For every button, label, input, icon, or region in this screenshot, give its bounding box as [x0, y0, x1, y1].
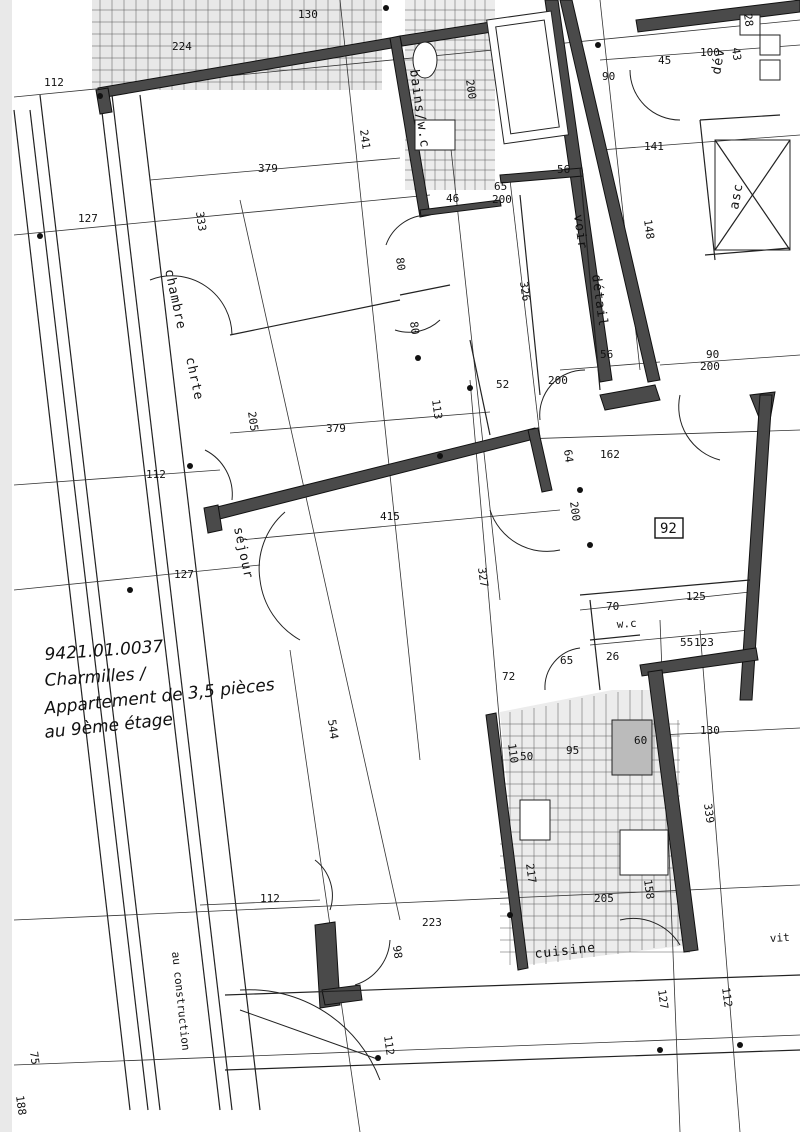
- dimension-labels: 130 224 112 241 379 127 333 200 46 65 56…: [13, 8, 756, 1116]
- bathroom-fixtures: [412, 10, 570, 151]
- dim-label: 200: [548, 374, 568, 387]
- dim-label: 130: [298, 8, 318, 21]
- dim-label: 200: [463, 79, 479, 100]
- dim-label: 56: [600, 348, 613, 361]
- dim-label: 28: [741, 13, 756, 28]
- internal-walls: [224, 114, 800, 1071]
- dim-label: 90: [602, 70, 615, 83]
- dim-label: 60: [634, 734, 647, 747]
- dim-label: 80: [393, 257, 408, 272]
- apartment-number: 92: [660, 521, 677, 537]
- dim-label: 90: [706, 348, 719, 361]
- dim-label: 205: [245, 411, 261, 432]
- dim-label: 339: [701, 803, 717, 824]
- dimension-lines: [13, 0, 800, 1132]
- dim-label: 162: [600, 448, 620, 461]
- dim-label: 224: [172, 40, 192, 53]
- facade-lines: [13, 94, 261, 1111]
- dim-label: 50: [520, 750, 533, 763]
- label-voir: voir: [570, 213, 590, 250]
- dim-label: 200: [492, 193, 512, 206]
- dim-label: 112: [44, 76, 64, 89]
- dim-label: 217: [523, 863, 539, 884]
- dim-label: 45: [658, 54, 671, 67]
- dim-label: 223: [422, 916, 442, 929]
- dim-label: 112: [381, 1035, 397, 1056]
- dim-label: 125: [686, 590, 706, 603]
- dim-label: 112: [719, 987, 735, 1008]
- dim-label: 205: [594, 892, 614, 905]
- dim-label: 64: [561, 449, 576, 464]
- dim-label: 141: [644, 140, 664, 153]
- dim-label: 75: [27, 1051, 42, 1066]
- dim-label: 130: [700, 724, 720, 737]
- dim-label: 127: [655, 989, 671, 1010]
- dim-label: 188: [13, 1095, 29, 1116]
- dim-label: 65: [494, 180, 507, 193]
- dim-label: 327: [475, 567, 491, 588]
- dim-label: 112: [146, 468, 166, 481]
- dim-label: 80: [407, 321, 422, 336]
- label-wc: w.c: [616, 617, 637, 631]
- dim-label: 123: [694, 636, 714, 649]
- dim-label: 148: [641, 219, 657, 240]
- dim-label: 46: [446, 192, 459, 205]
- label-detail: détail: [588, 273, 610, 328]
- label-dev: dév: [709, 47, 728, 76]
- dim-label: 100: [700, 46, 720, 59]
- dim-label: 113: [429, 399, 445, 420]
- dim-label: 52: [496, 378, 509, 391]
- dim-label: 95: [566, 744, 579, 757]
- dim-label: 55: [680, 636, 693, 649]
- dim-label: 241: [357, 129, 373, 150]
- kitchen-fixtures: [519, 719, 669, 876]
- dim-label: 56: [557, 163, 570, 176]
- dim-label: 544: [325, 719, 341, 741]
- dim-label: 72: [502, 670, 515, 683]
- dim-label: 127: [78, 212, 98, 225]
- tick-marks: [37, 5, 743, 1061]
- dim-label: 112: [260, 892, 280, 905]
- room-label-cuisine: cuisine: [534, 941, 597, 962]
- dim-label: 333: [193, 211, 209, 232]
- dim-label: 379: [326, 422, 346, 435]
- dim-label: 65: [560, 654, 573, 667]
- apartment-number-box: [654, 517, 684, 539]
- dim-label: 127: [174, 568, 194, 581]
- dim-label: 110: [505, 743, 521, 764]
- label-asc: asc: [727, 182, 746, 211]
- dim-label: 70: [606, 600, 619, 613]
- dim-label: 26: [606, 650, 619, 663]
- dim-label: 415: [380, 510, 400, 523]
- dim-label: 158: [641, 879, 657, 900]
- dim-label: 98: [390, 945, 405, 960]
- dim-label: 43: [729, 47, 744, 62]
- elevator-block: [714, 14, 791, 251]
- label-vit: vit: [769, 931, 790, 945]
- paper-edge: [0, 0, 12, 1132]
- doors: [149, 69, 721, 1081]
- walls: [95, 0, 800, 1009]
- dim-label: 200: [700, 360, 720, 373]
- dim-label: 326: [517, 281, 533, 302]
- dim-label: 200: [567, 501, 583, 522]
- terrace-grid: [92, 0, 382, 90]
- dim-label: 379: [258, 162, 278, 175]
